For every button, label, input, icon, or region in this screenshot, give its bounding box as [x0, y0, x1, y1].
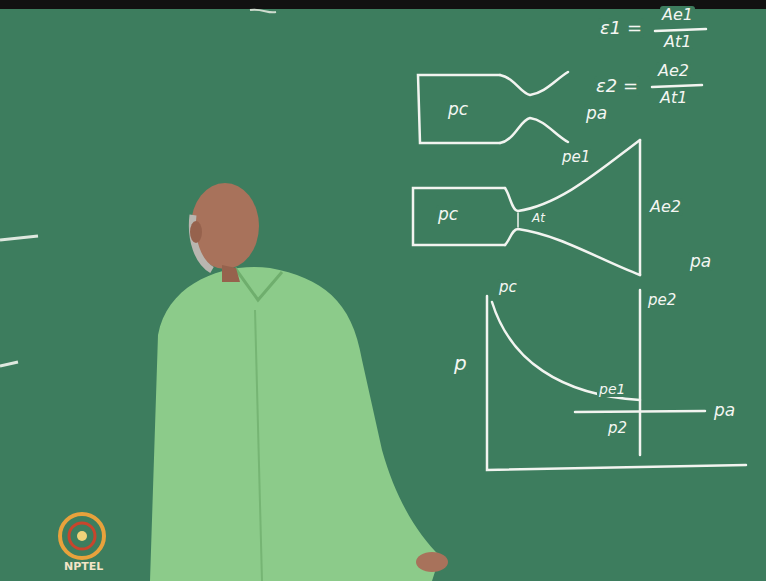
chalk-label: pe1 [560, 149, 592, 166]
chalk-label: ε1 = [598, 18, 644, 38]
nozzle-wall [505, 229, 640, 275]
neck [222, 265, 240, 282]
exit-plane [639, 140, 642, 275]
logo-core [77, 531, 87, 541]
fraction-bar [652, 85, 702, 87]
nozzle-wall [500, 118, 568, 143]
chalk-label: Ae2 [656, 62, 691, 80]
chalk-label: Ae2 [648, 198, 683, 216]
chalk-label: pe1 [597, 382, 627, 397]
shirt-placket [255, 310, 262, 581]
logo-label: NPTEL [62, 561, 105, 573]
chalk-label: pa [712, 401, 737, 420]
chalk-label: pc [446, 100, 470, 119]
lecturer [150, 183, 448, 581]
chalk-label: pe2 [646, 292, 678, 309]
chalk-label: At1 [658, 89, 689, 107]
hand [416, 552, 448, 572]
fraction-bar [655, 29, 706, 31]
chalk-label: At1 [662, 33, 693, 51]
ear [190, 221, 202, 243]
chalk-label: pc [497, 279, 519, 296]
chalk-mark [0, 236, 38, 240]
pressure-curve [492, 302, 640, 400]
chalk-label: ε2 = [594, 76, 640, 96]
chalk-label: p2 [606, 420, 629, 437]
exit-line [639, 290, 642, 455]
chalk-mark [0, 362, 18, 366]
graph-axes [487, 296, 746, 470]
chalk-drawing [413, 29, 746, 470]
logo-ring [60, 514, 104, 558]
chalk-mark [250, 10, 276, 13]
chalk-label: pa [688, 252, 713, 271]
ambient-line [575, 411, 705, 412]
nozzle-wall [500, 72, 568, 95]
chalk-label: pc [436, 205, 460, 224]
chamber-outline [413, 188, 505, 245]
collar [235, 268, 282, 300]
chalk-label: At [530, 212, 547, 225]
logo-ring [69, 523, 95, 549]
throat-mark [517, 213, 519, 227]
chalk-label: Ae1 [660, 6, 695, 24]
board-top-edge [0, 0, 766, 9]
chalk-label: p [452, 352, 469, 374]
head [191, 183, 259, 269]
shirt [150, 267, 440, 581]
chalk-label: pa [584, 104, 609, 123]
chamber-outline [418, 75, 500, 143]
nozzle-wall [505, 140, 640, 211]
nptel-logo [60, 514, 104, 558]
